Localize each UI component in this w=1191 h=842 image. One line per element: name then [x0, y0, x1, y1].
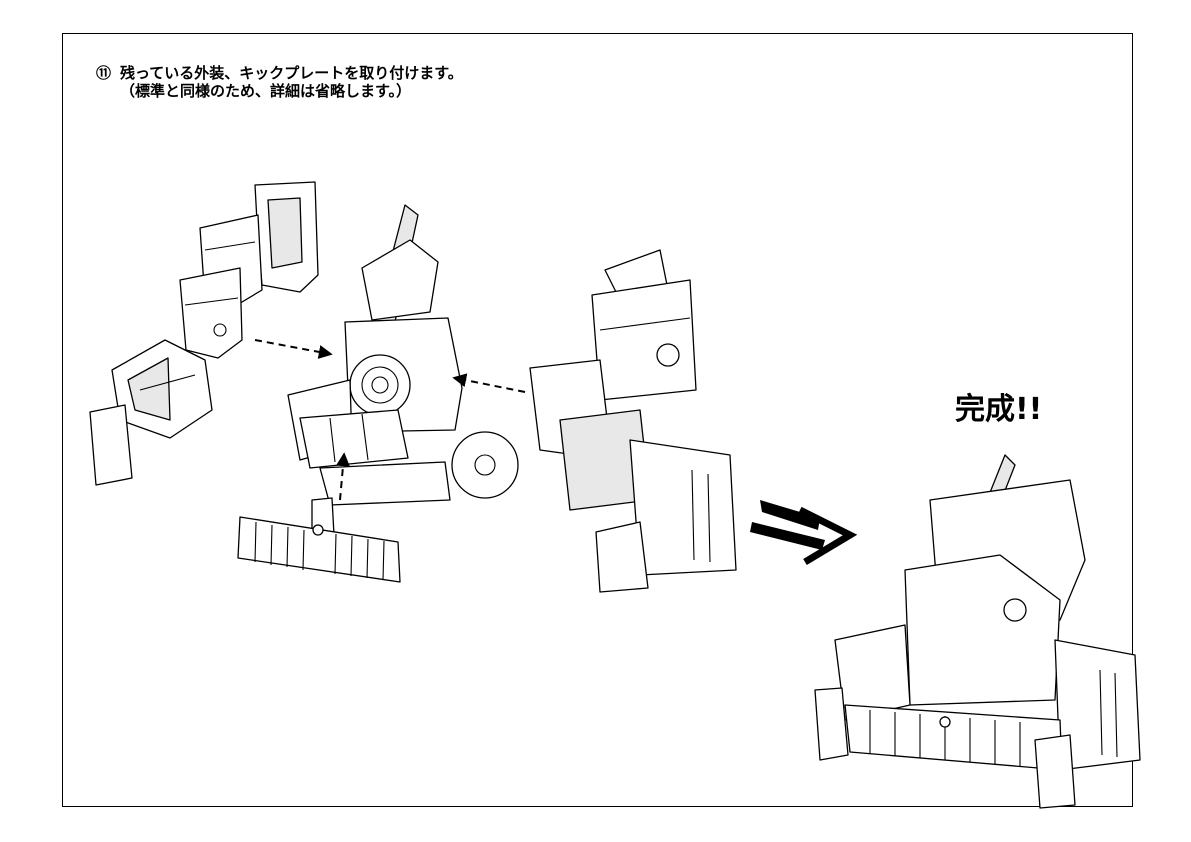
instruction-line-2: （標準と同様のため、詳細は省略します。）: [120, 82, 412, 100]
instruction-line-1: 残っている外装、キックプレートを取り付けます。: [120, 64, 463, 82]
step-number: ⑪: [96, 64, 112, 82]
page-frame: [62, 33, 1133, 807]
right-armor-part: [529, 249, 737, 593]
kick-plate: [237, 516, 401, 583]
left-armor-part: [89, 181, 319, 486]
instruction-text: ⑪ 残っている外装、キックプレートを取り付けます。 （標準と同様のため、詳細は省略…: [96, 64, 463, 100]
robot-body: [287, 204, 519, 538]
insert-arrow-up: [336, 452, 350, 501]
insert-arrow-right: [452, 373, 526, 393]
next-step-arrow: [750, 500, 858, 566]
completed-robot: [814, 454, 1141, 809]
insert-arrow-left: [254, 339, 333, 359]
completion-label: 完成!!: [955, 392, 1043, 427]
